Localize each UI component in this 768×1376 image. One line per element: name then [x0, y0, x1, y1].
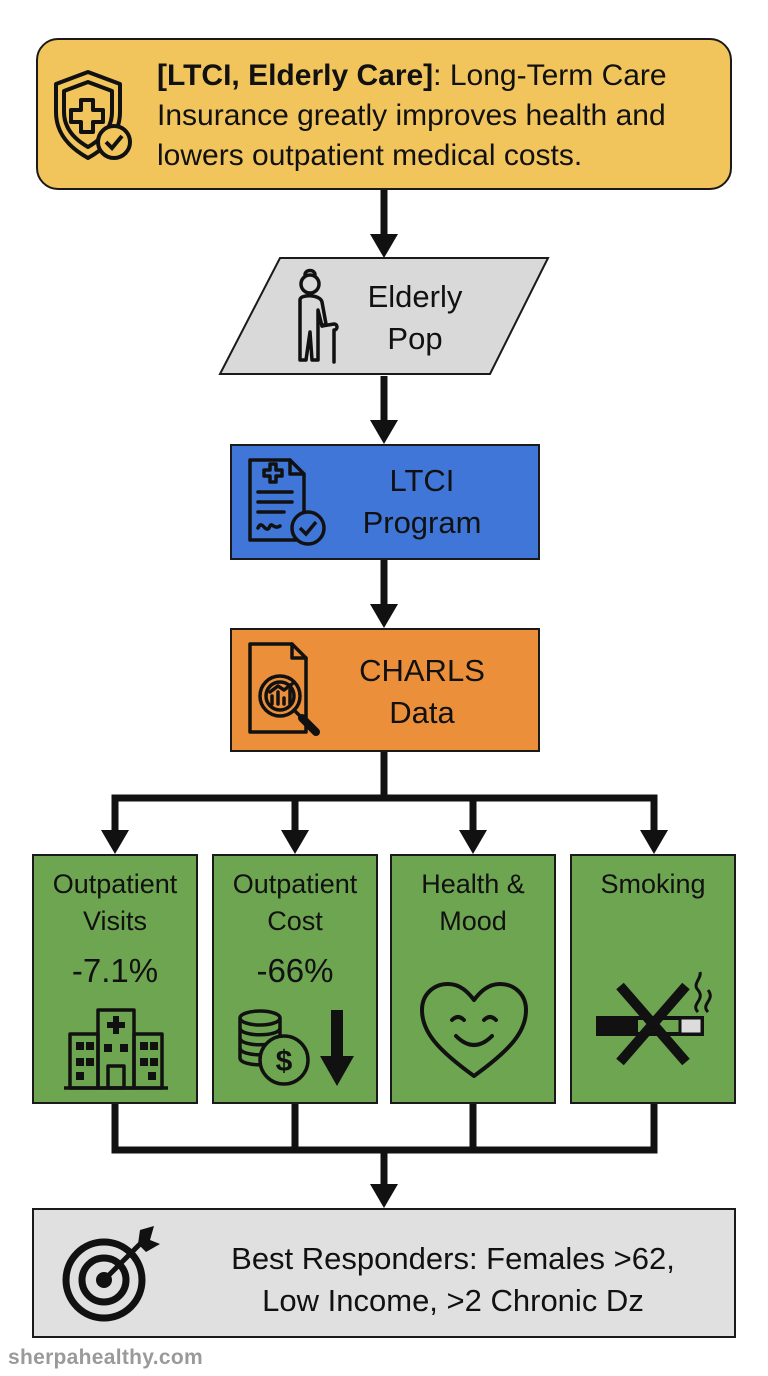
coins-dollar-down-arrow-icon: $ — [238, 1009, 354, 1086]
outcome-title-line2: Mood — [439, 906, 507, 936]
banner-summary: : Long-Term Care Insurance greatly impro… — [157, 59, 667, 172]
outcome-title: Health & Mood — [392, 866, 554, 940]
population-label-line1: Elderly — [367, 279, 463, 314]
best-responders-text: Best Responders: Females >62, Low Income,… — [180, 1238, 726, 1322]
outcome-title-line1: Smoking — [600, 869, 706, 899]
charls-label-line2: Data — [389, 695, 455, 730]
result-line2: Low Income, >2 Chronic Dz — [262, 1283, 644, 1318]
outcome-title-line2: Visits — [82, 906, 148, 936]
charls-data-label: CHARLS Data — [336, 650, 508, 734]
charls-label-line1: CHARLS — [359, 653, 485, 688]
elderly-person-cane-icon — [298, 268, 339, 364]
shield-plus-check-icon — [54, 70, 132, 160]
smiling-heart-icon — [420, 982, 528, 1078]
banner-tag: [LTCI, Elderly Care] — [157, 59, 434, 92]
target-arrow-icon — [62, 1226, 160, 1322]
document-magnifier-chart-icon — [248, 642, 320, 736]
medical-document-check-icon — [248, 458, 326, 546]
outcome-smoking: Smoking — [570, 854, 736, 1104]
outcome-title-line1: Outpatient — [232, 869, 358, 899]
outcome-title: Smoking — [572, 866, 734, 903]
ltci-program-label: LTCI Program — [336, 460, 508, 544]
outcome-title-line1: Health & — [421, 869, 525, 899]
ltci-label-line2: Program — [362, 505, 482, 540]
outcome-health-mood: Health & Mood — [390, 854, 556, 1104]
no-smoking-icon — [596, 971, 712, 1066]
ltci-label-line1: LTCI — [389, 463, 455, 498]
watermark: sherpahealthy.com — [6, 1346, 205, 1370]
outcome-value: -66% — [256, 952, 334, 989]
hospital-building-icon — [64, 1008, 168, 1090]
outcome-title-line2: Cost — [267, 906, 323, 936]
result-line1: Best Responders: Females >62, — [231, 1241, 675, 1276]
banner-statement: [LTCI, Elderly Care]: Long-Term Care Ins… — [157, 56, 727, 176]
summary-banner — [36, 38, 732, 190]
outcome-value: -7.1% — [71, 952, 159, 989]
population-label-line2: Pop — [387, 321, 443, 356]
outcome-title-line1: Outpatient — [52, 869, 178, 899]
svg-text:$: $ — [276, 1045, 293, 1078]
